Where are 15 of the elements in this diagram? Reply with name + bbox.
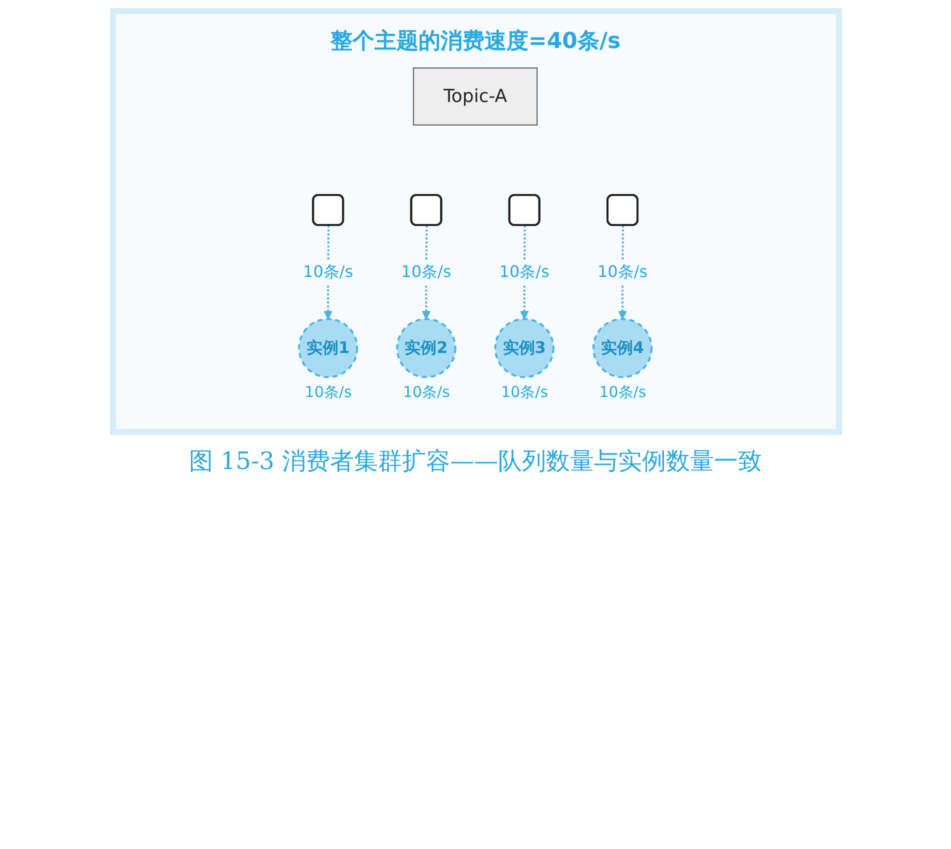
rate-label: 10条/s xyxy=(501,383,548,402)
edge-label: 10条/s xyxy=(598,262,648,281)
rate-label: 10条/s xyxy=(402,383,450,402)
node-circle: 实例2 xyxy=(396,318,456,378)
figure-caption: 图 15-3 消费者集群扩容——队列数量与实例数量一致 xyxy=(188,446,764,478)
node-circle: 实例4 xyxy=(592,318,653,378)
edge-label: 10条/s xyxy=(303,262,354,281)
rate-label: 10条/s xyxy=(304,383,352,402)
rate-label: 10条/s xyxy=(599,383,646,402)
diagram-title: 整个主题的消费速度=40条/s xyxy=(329,28,622,56)
node-box: Topic-A xyxy=(413,68,538,126)
node-circle: 实例3 xyxy=(494,318,555,378)
edge-label: 10条/s xyxy=(500,262,550,281)
edge-label: 10条/s xyxy=(401,262,452,281)
node-circle: 实例1 xyxy=(298,318,358,378)
